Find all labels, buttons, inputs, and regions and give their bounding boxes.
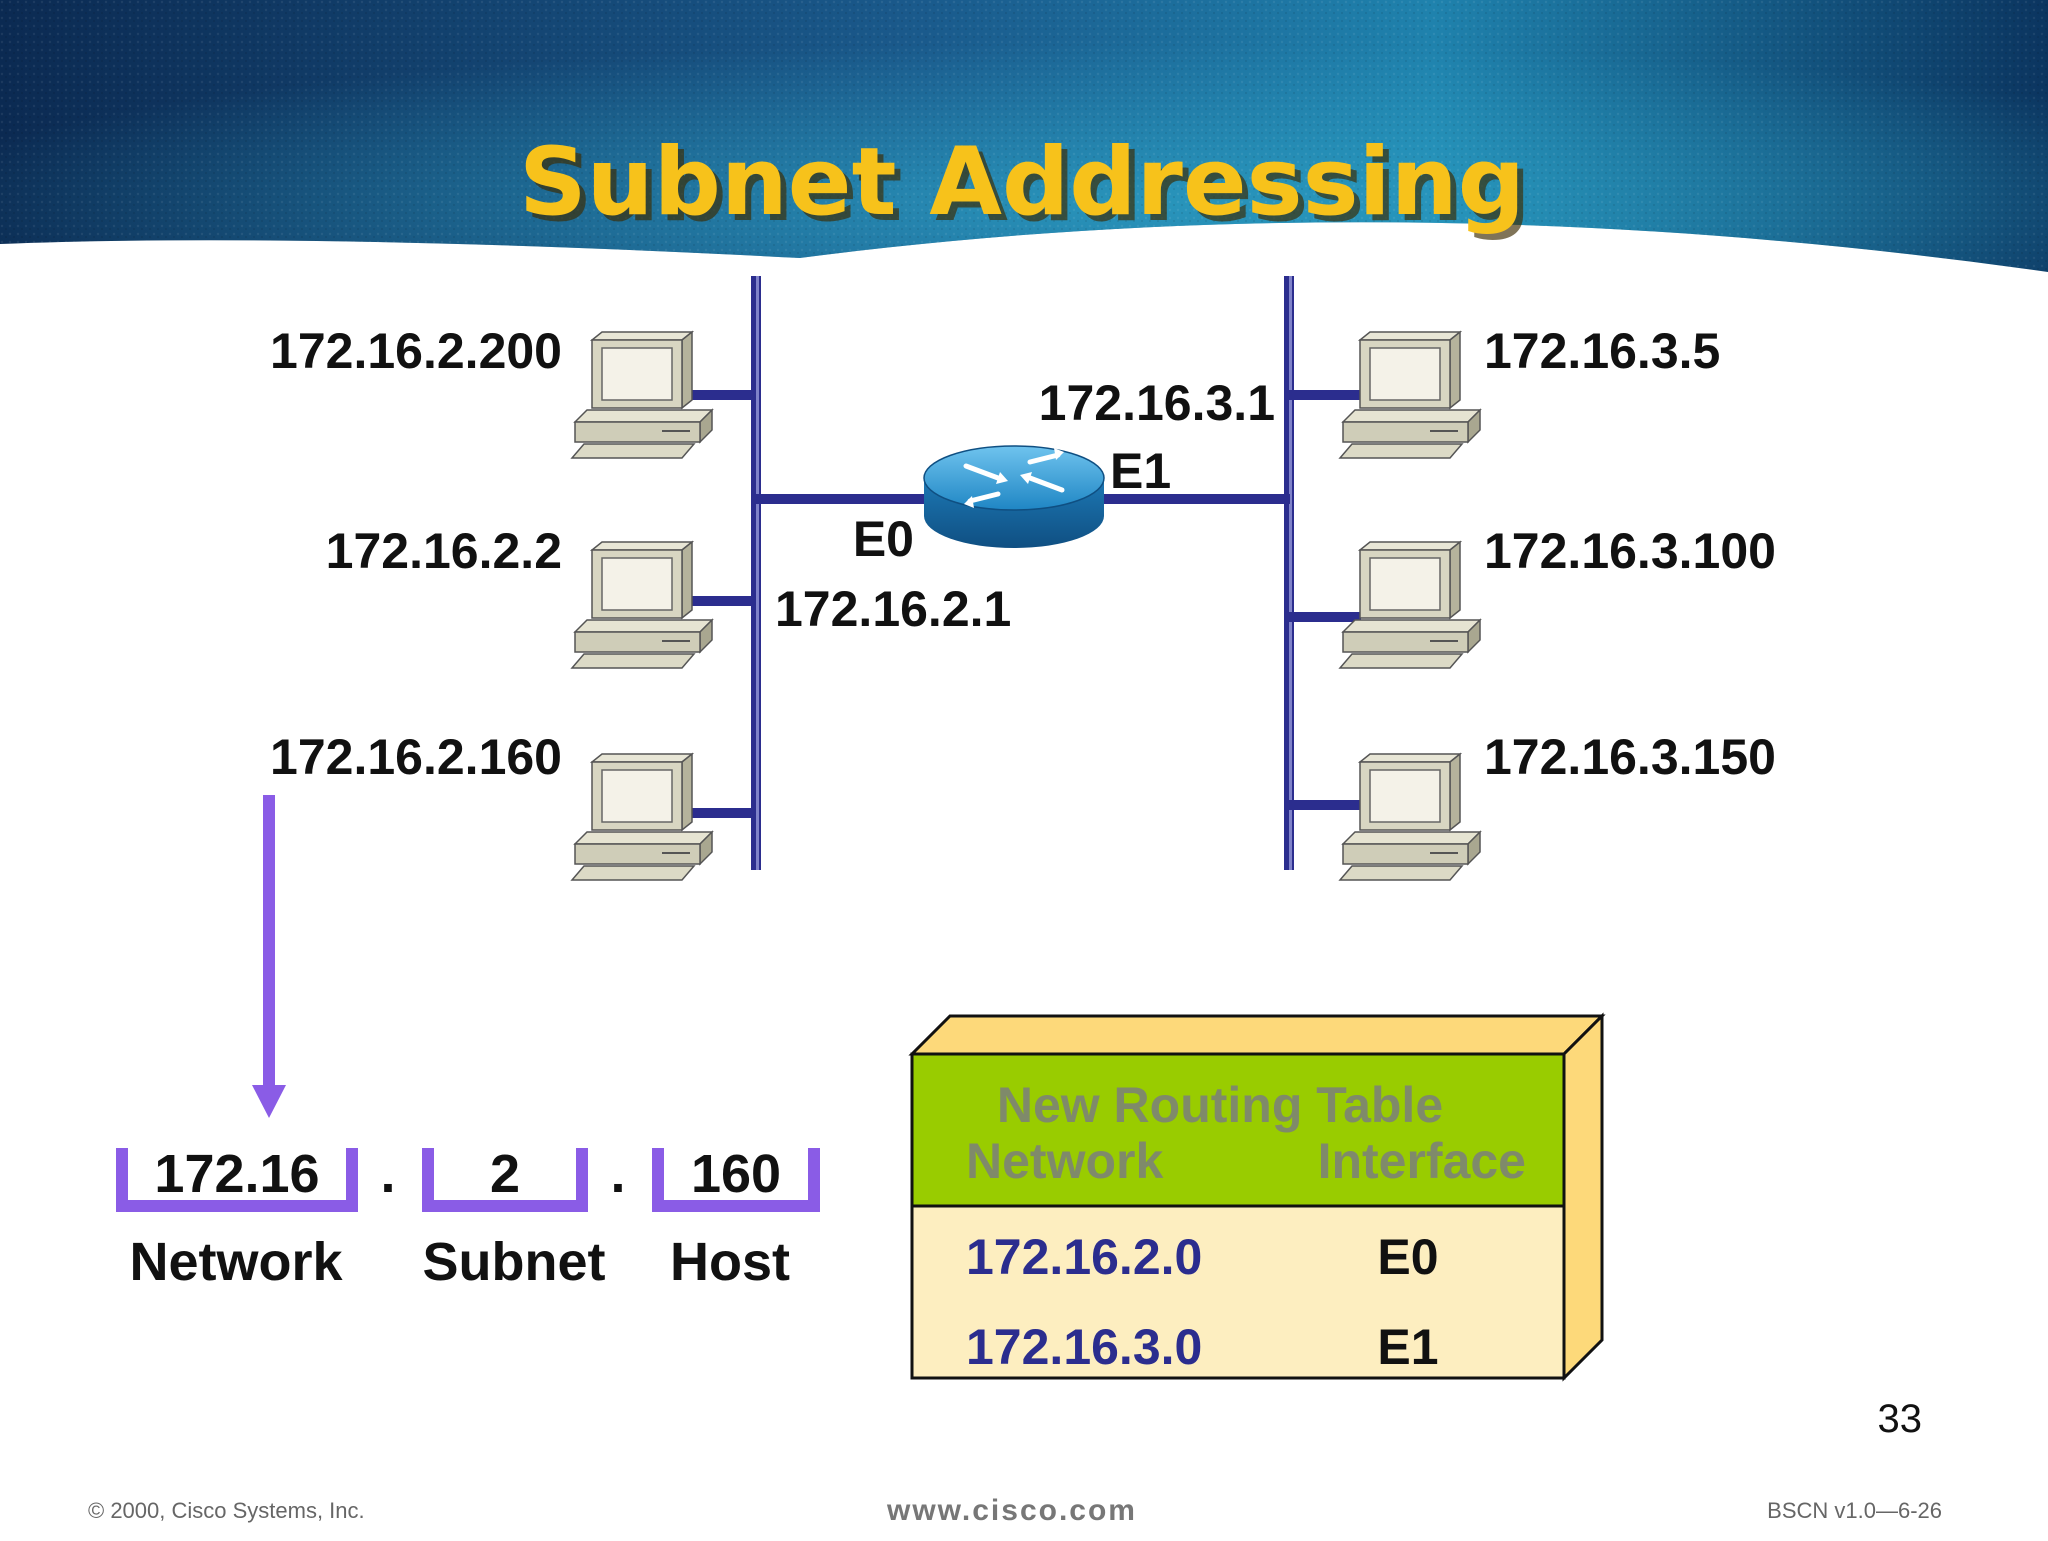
router-e1-label: E1	[1110, 443, 1171, 499]
router-icon	[923, 445, 1105, 548]
host-value: 160	[691, 1144, 781, 1204]
routing-table-col-network: Network	[966, 1133, 1163, 1189]
right-pc-2-icon	[1339, 541, 1481, 669]
right-pc-3-icon	[1339, 753, 1481, 881]
routing-table-col-interface: Interface	[1318, 1133, 1526, 1189]
footer-course-code: BSCN v1.0—6-26	[1767, 1498, 1942, 1523]
left-host-1-ip: 172.16.2.200	[270, 323, 562, 379]
network-bracket	[116, 1148, 358, 1212]
router-e0-label: E0	[853, 511, 914, 567]
routing-table-title: New Routing Table	[997, 1077, 1443, 1133]
left-pc-3-icon	[571, 753, 713, 881]
title-banner	[0, 0, 2048, 272]
host-bracket	[652, 1148, 820, 1212]
right-pc-1-icon	[1339, 331, 1481, 459]
right-host-3-ip: 172.16.3.150	[1484, 729, 1776, 785]
right-host-1-ip: 172.16.3.5	[1484, 323, 1720, 379]
subnet-bracket	[422, 1148, 588, 1212]
host-label: Host	[670, 1232, 790, 1292]
dot-separator: .	[380, 1144, 395, 1204]
footer-copyright: © 2000, Cisco Systems, Inc.	[88, 1498, 365, 1523]
left-pc-2-icon	[571, 541, 713, 669]
routing-table-row-1-interface: E0	[1377, 1229, 1438, 1285]
network-label: Network	[129, 1232, 343, 1292]
right-ethernet-segment	[1100, 276, 1361, 870]
subnet-label: Subnet	[423, 1232, 606, 1292]
dot-separator: .	[610, 1144, 625, 1204]
left-ethernet-segment	[690, 276, 936, 870]
router-e0-ip-label: 172.16.2.1	[775, 581, 1011, 637]
network-value: 172.16	[154, 1144, 319, 1204]
routing-table-row-2-interface: E1	[1377, 1319, 1438, 1375]
routing-table-row-2-network: 172.16.3.0	[966, 1319, 1202, 1375]
page-title-shadow: Subnet Addressing	[525, 134, 1531, 243]
routing-table-row-1-network: 172.16.2.0	[966, 1229, 1202, 1285]
page-title: Subnet Addressing	[519, 128, 1525, 237]
left-host-2-ip: 172.16.2.2	[326, 523, 562, 579]
right-host-2-ip: 172.16.3.100	[1484, 523, 1776, 579]
routing-table	[908, 1012, 1606, 1382]
pointer-arrow	[252, 795, 286, 1118]
subnet-value: 2	[490, 1144, 520, 1204]
router-e1-ip-label: 172.16.3.1	[1039, 375, 1275, 431]
page-number: 33	[1878, 1397, 1923, 1441]
address-breakdown: 172.16 . 2 . 160 Network Subnet Host	[116, 1144, 820, 1292]
left-pc-1-icon	[571, 331, 713, 459]
footer-website: www.cisco.com	[886, 1494, 1137, 1527]
left-host-3-ip: 172.16.2.160	[270, 729, 562, 785]
